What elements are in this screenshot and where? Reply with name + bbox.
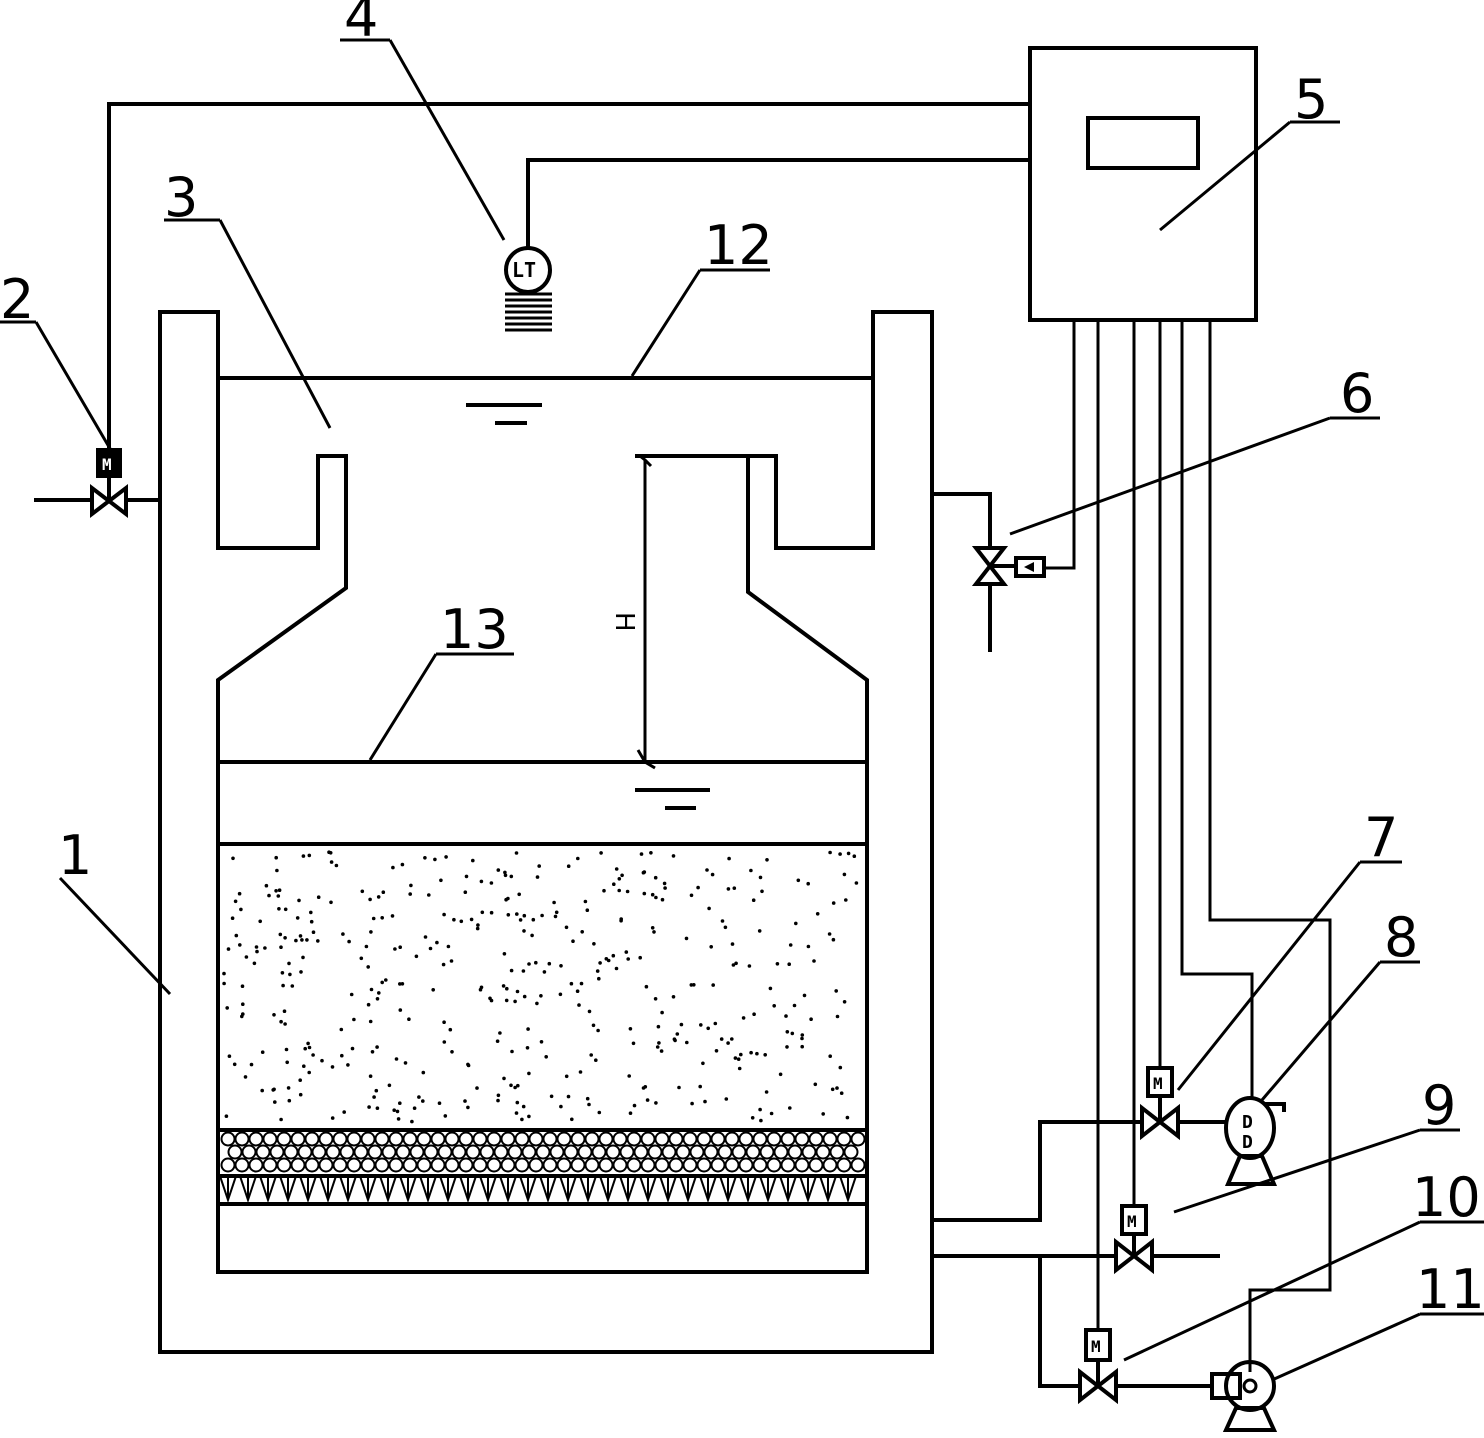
label-air-valve: 10 (1412, 1166, 1481, 1229)
gravel-support-layer (222, 1133, 865, 1172)
solenoid-valve-icon (932, 494, 1044, 650)
motor-valve-icon: M (102, 455, 112, 474)
controller-display (1088, 118, 1198, 168)
motor-valve-icon: M (1153, 1074, 1163, 1093)
motor-valve-icon: M (1127, 1212, 1137, 1231)
blower-icon (1212, 1362, 1274, 1430)
label-inlet-valve: 2 (0, 268, 34, 331)
svg-text:D: D (1242, 1112, 1253, 1133)
label-backwash-valve: 7 (1364, 806, 1398, 869)
label-filter-water-level: 13 (440, 598, 509, 661)
label-controller: 5 (1294, 68, 1328, 131)
signal-lines (1046, 320, 1330, 1372)
filter-nozzle-row (220, 1176, 856, 1200)
label-max-water-level: 12 (704, 214, 773, 277)
label-blower: 11 (1416, 1258, 1484, 1321)
label-outlet-valve: 9 (1422, 1074, 1456, 1137)
controller-box (1030, 48, 1256, 320)
label-level-transmitter: 4 (344, 0, 378, 49)
backwash-water-line: M (932, 1068, 1226, 1220)
level-transmitter-tag: LT (512, 258, 536, 282)
air-scour-line: M (1040, 1256, 1212, 1400)
outlet-water-line: M (932, 1206, 1218, 1270)
water-level-icon (468, 405, 540, 423)
label-trough: 3 (164, 166, 198, 229)
motor-valve-icon: M (1091, 1337, 1101, 1356)
label-drain-valve: 6 (1340, 362, 1374, 425)
label-tank: 1 (58, 824, 92, 887)
height-label: H (609, 612, 639, 632)
label-backwash-pump: 8 (1384, 906, 1418, 969)
water-level-icon (637, 790, 708, 808)
height-dimension: H (609, 456, 655, 768)
svg-text:D: D (1242, 1132, 1253, 1153)
pump-icon: D D (1226, 1098, 1284, 1184)
filter-sand-layer (222, 850, 858, 1123)
